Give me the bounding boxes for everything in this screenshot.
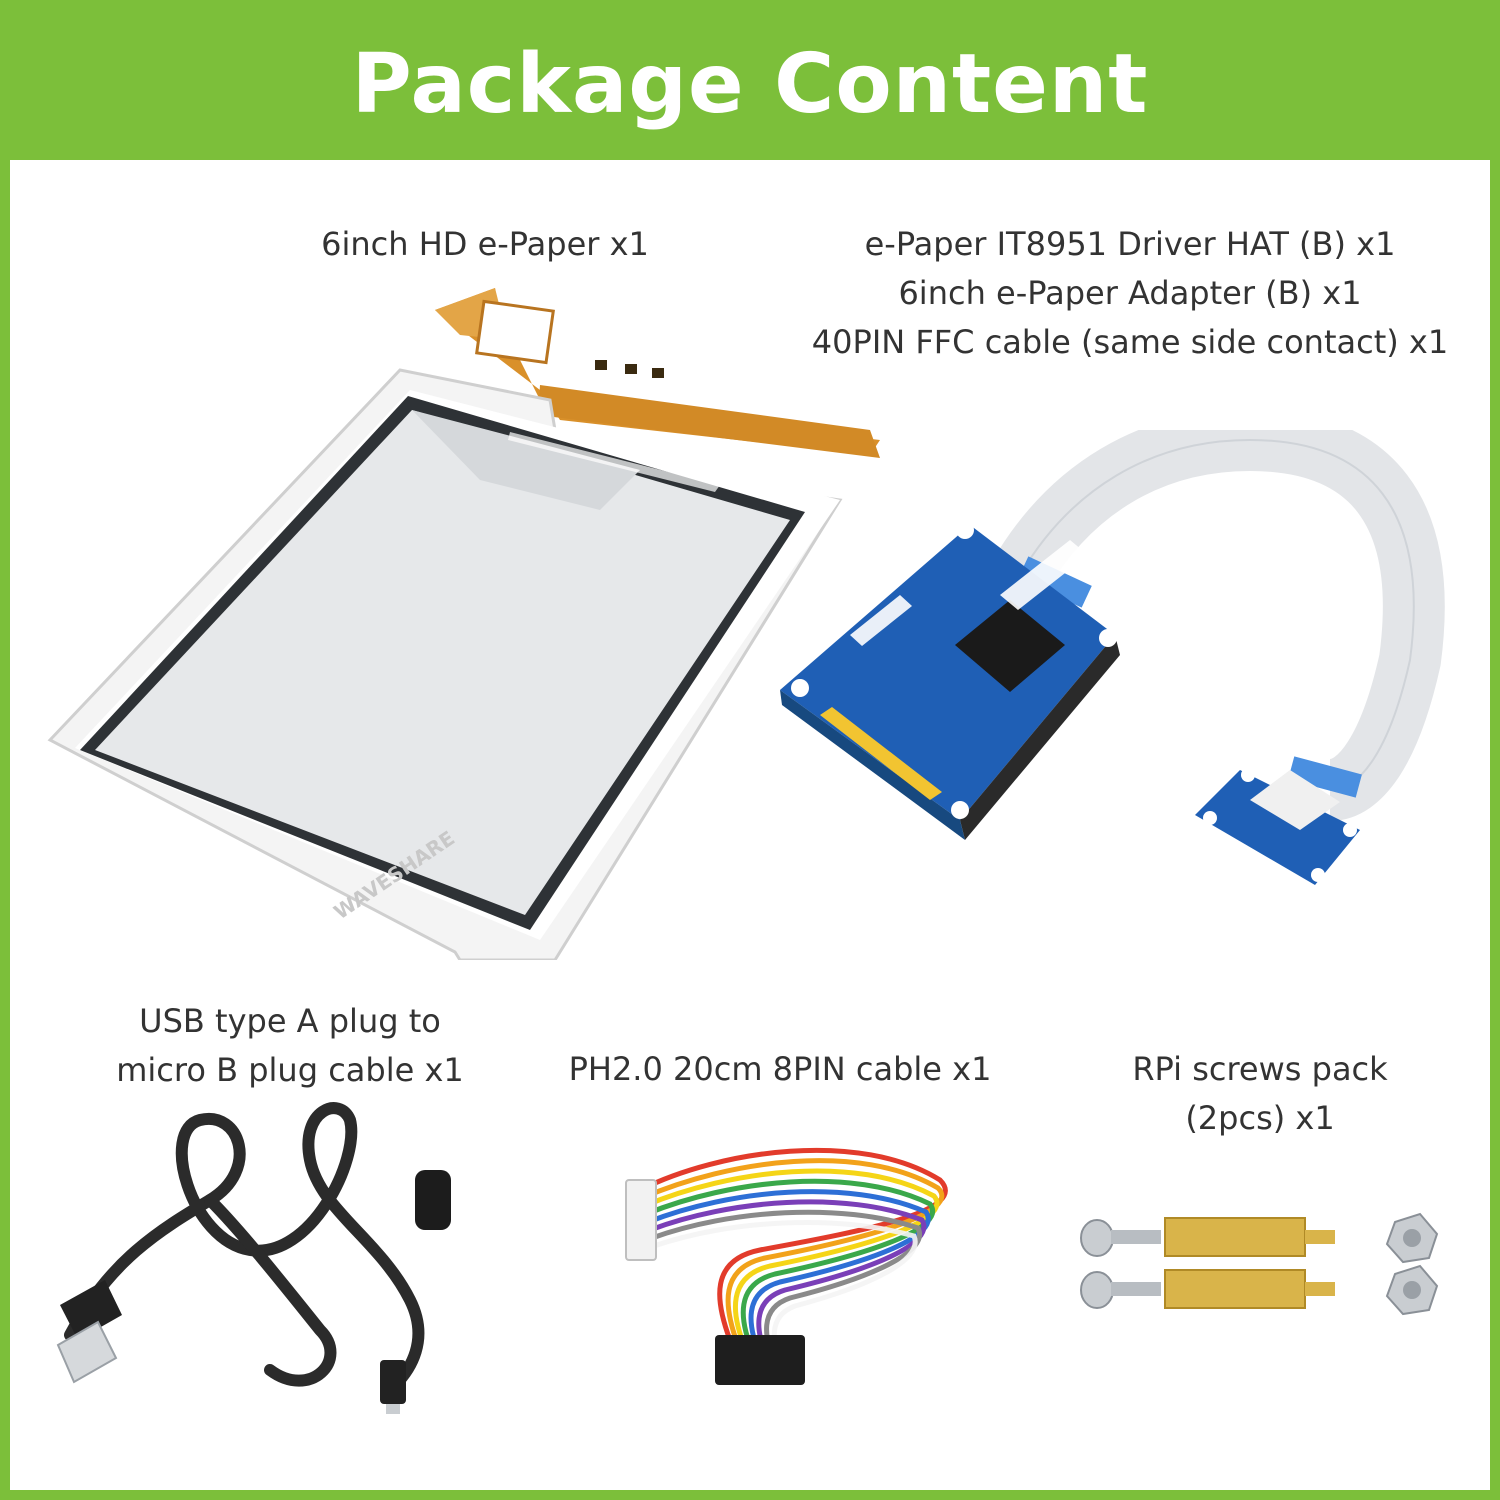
usb-cable-image	[50, 1100, 490, 1420]
label-epaper-text: 6inch HD e-Paper x1	[321, 225, 649, 263]
driver-hat-image	[770, 430, 1490, 900]
screws-pack-image	[1075, 1200, 1455, 1320]
label-ph-text: PH2.0 20cm 8PIN cable x1	[568, 1050, 992, 1088]
label-ph-cable: PH2.0 20cm 8PIN cable x1	[540, 1045, 1020, 1094]
label-hat-line3: 40PIN FFC cable (same side contact) x1	[811, 323, 1449, 361]
label-hat-line1: e-Paper IT8951 Driver HAT (B) x1	[864, 225, 1396, 263]
ph-cable-image	[620, 1140, 980, 1400]
label-screws-line2: (2pcs) x1	[1185, 1099, 1335, 1137]
label-screws-line1: RPi screws pack	[1132, 1050, 1388, 1088]
label-hat-group: e-Paper IT8951 Driver HAT (B) x1 6inch e…	[790, 220, 1470, 367]
label-usb-cable: USB type A plug to micro B plug cable x1	[90, 997, 490, 1095]
label-usb-line2: micro B plug cable x1	[116, 1051, 464, 1089]
epaper-display-image: WAVESHARE	[40, 280, 890, 960]
label-screws: RPi screws pack (2pcs) x1	[1090, 1045, 1430, 1143]
page-title: Package Content	[351, 37, 1149, 132]
label-usb-line1: USB type A plug to	[139, 1002, 441, 1040]
label-hat-line2: 6inch e-Paper Adapter (B) x1	[898, 274, 1362, 312]
label-epaper: 6inch HD e-Paper x1	[290, 220, 680, 269]
